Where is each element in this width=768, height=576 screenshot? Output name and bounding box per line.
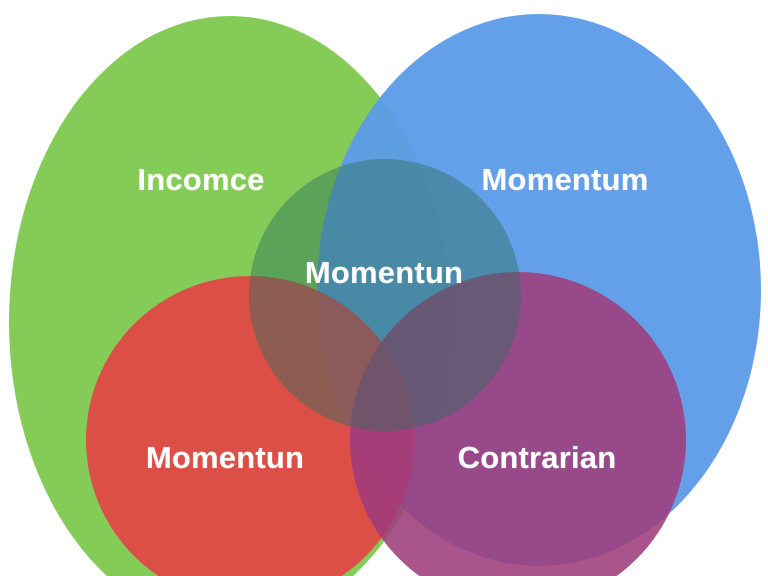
label-top-right-momentum: Momentum (481, 162, 649, 197)
label-bottom-right-contrarian: Contrarian (457, 440, 617, 475)
set-contrarian-circle (350, 272, 686, 576)
label-bottom-left-momentun: Momentun (145, 440, 305, 475)
set-center-momentun-circle (249, 159, 521, 431)
label-center-momentun: Momentun (304, 255, 464, 290)
set-momentun-circle (86, 276, 414, 576)
label-top-left-incomce: Incomce (137, 162, 265, 197)
